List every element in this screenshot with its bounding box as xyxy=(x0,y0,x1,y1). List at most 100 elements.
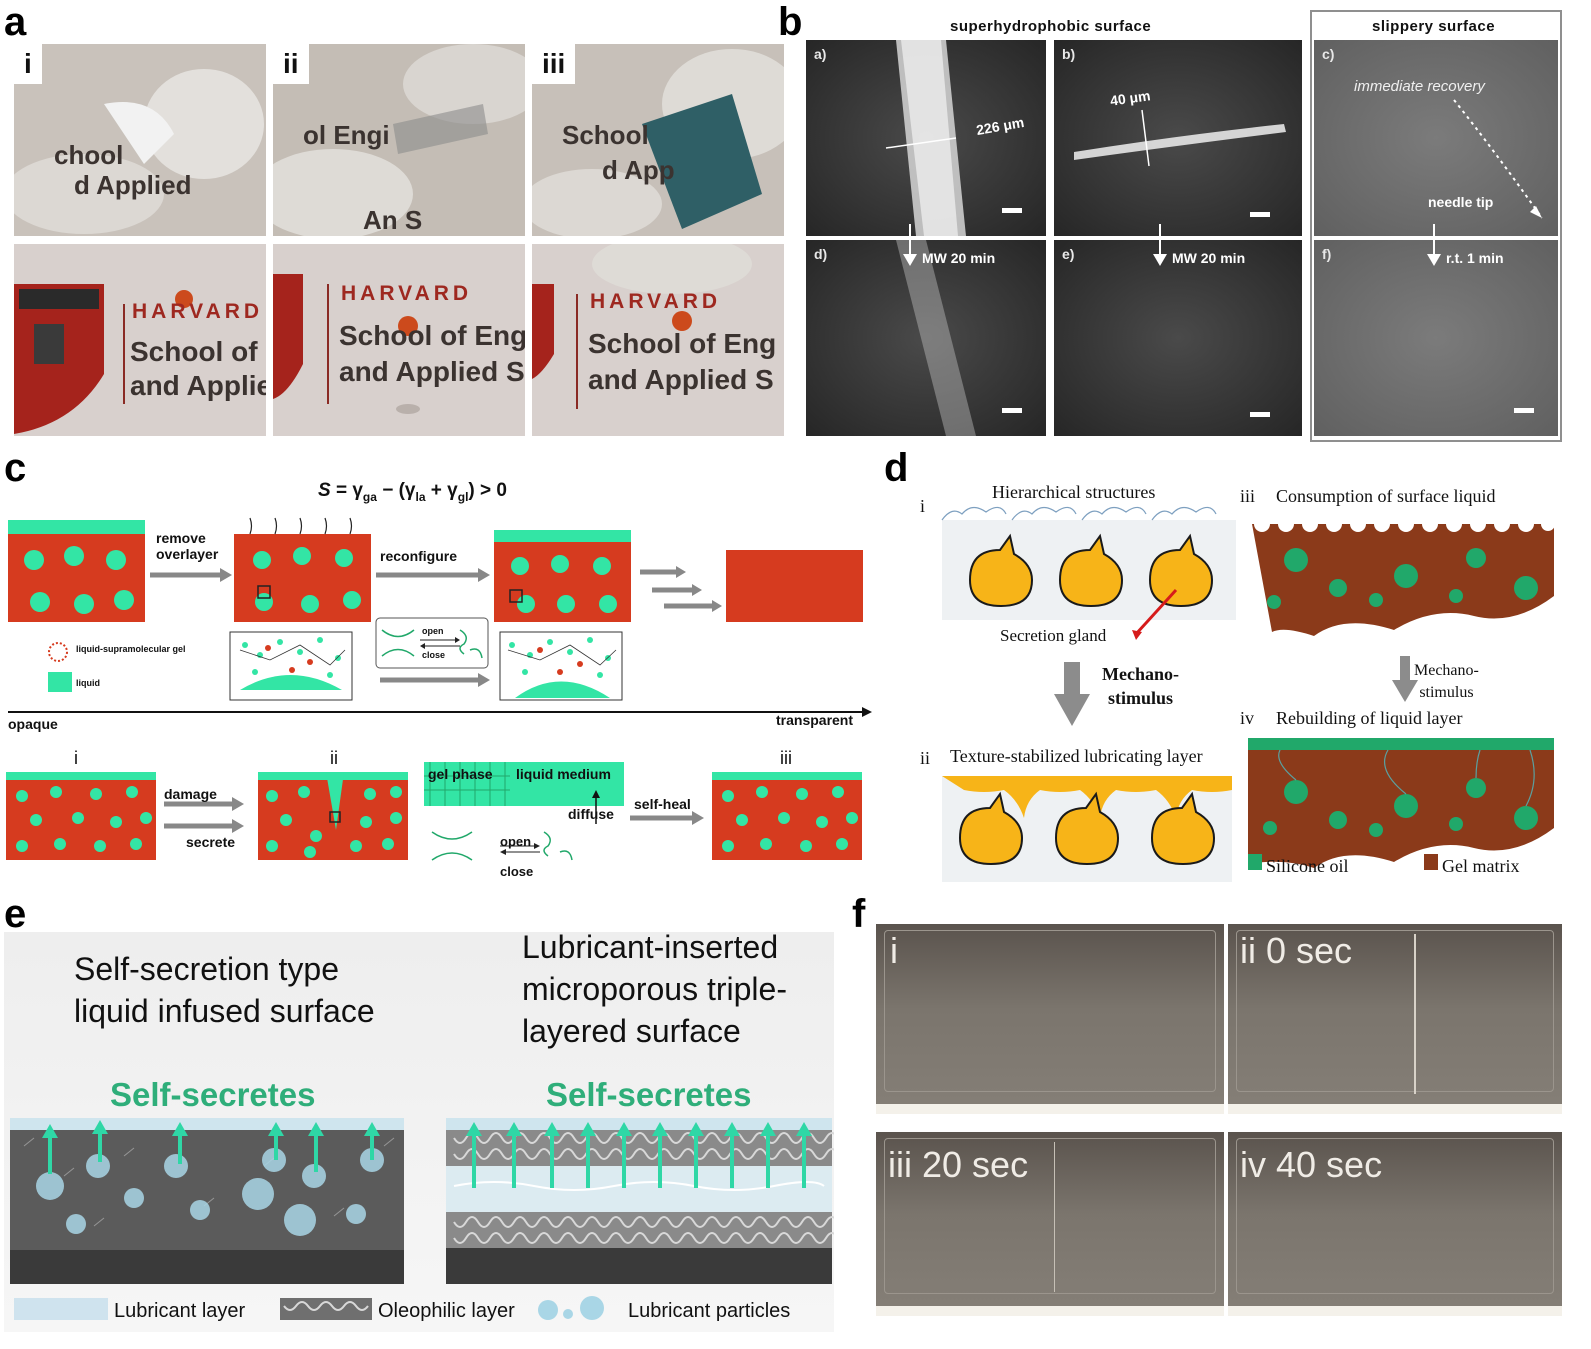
legend-gel-label: liquid-supramolecular gel xyxy=(76,644,186,654)
gel-matrix-label: Gel matrix xyxy=(1442,856,1520,876)
panel-label-f: f xyxy=(852,892,866,936)
svg-text:d App: d App xyxy=(602,155,675,185)
panel-label-e: e xyxy=(4,892,27,936)
hierarchical-structures-label: Hierarchical structures xyxy=(992,482,1156,502)
slide-base xyxy=(876,1104,1224,1114)
glass-slide-outline xyxy=(884,930,1216,1092)
svg-text:An S: An S xyxy=(363,205,422,235)
heading-superhydrophobic: superhydrophobic surface xyxy=(950,18,1152,35)
photo-text-harvard: HARVARD xyxy=(590,290,722,313)
svg-text:ol Engi: ol Engi xyxy=(303,120,390,150)
micrograph-e: e) xyxy=(1054,240,1302,436)
sublabel-e: e) xyxy=(1062,246,1075,262)
glove-hand-illustration: ol Engi An S xyxy=(273,44,525,236)
legend-liquid-label: liquid xyxy=(76,678,100,688)
micrograph-b: b) 40 μm xyxy=(1054,40,1302,236)
secrete-label: secrete xyxy=(186,834,236,850)
rebuilding-label: Rebuilding of liquid layer xyxy=(1276,708,1463,728)
panel-label-a: a xyxy=(4,0,27,44)
arrow-label-mw-a: MW 20 min xyxy=(922,250,996,266)
close-label: close xyxy=(422,650,446,660)
d-label-ii: ii xyxy=(920,748,931,768)
photo-a-ii-bottom: HARVARD School of Eng and Applied S xyxy=(273,244,525,436)
needle-tip-label: needle tip xyxy=(1428,194,1494,210)
photo-a-iii-top: School d App iii xyxy=(532,44,784,236)
down-arrow-icon xyxy=(1153,224,1167,266)
reconfigure-label: reconfigure xyxy=(380,548,458,564)
sublabel-a: a) xyxy=(814,46,827,62)
opaque-label: opaque xyxy=(8,716,58,732)
label-f-iii: iii 20 sec xyxy=(888,1144,1029,1185)
photo-f-iii: iii 20 sec xyxy=(876,1132,1224,1316)
panel-d-diagram xyxy=(941,506,1555,882)
diffuse-label: diffuse xyxy=(568,806,614,822)
texture-stabilized-label: Texture-stabilized lubricating layer xyxy=(950,746,1203,766)
svg-text:School: School xyxy=(562,120,649,150)
gel-phase-label: gel phase xyxy=(428,766,493,782)
panel-label-d: d xyxy=(884,446,909,490)
immediate-recovery-label: immediate recovery xyxy=(1354,78,1485,95)
mechano-stimulus-label-1: Mechano-stimulus xyxy=(1102,664,1179,708)
down-arrow-icon xyxy=(1427,224,1441,266)
needle-path xyxy=(1453,99,1543,219)
spreading-coefficient-equation: S = γga − (γla + γgl) > 0 xyxy=(318,480,507,504)
legend-oleophilic-layer: Oleophilic layer xyxy=(378,1300,515,1322)
down-arrow-icon xyxy=(903,224,917,266)
scale-bar xyxy=(1250,212,1270,217)
scale-bar xyxy=(1250,412,1270,417)
photo-f-i: i xyxy=(876,924,1224,1114)
heading-slippery: slippery surface xyxy=(1372,18,1496,35)
faded-scratch xyxy=(896,240,976,436)
label-f-i: i xyxy=(890,930,898,971)
photo-text-applied: and Applied S xyxy=(130,370,266,401)
stage-i-label: i xyxy=(74,748,78,768)
glass-slide-outline xyxy=(884,1138,1216,1294)
title-right: Lubricant-inserted microporous triple- l… xyxy=(522,929,787,1049)
harvard-shield-illustration xyxy=(273,244,525,436)
micrograph-d: d) xyxy=(806,240,1046,436)
sublabel-c: c) xyxy=(1322,46,1335,62)
d-label-iii: iii xyxy=(1240,486,1256,506)
slide-base xyxy=(876,1306,1224,1316)
liquid-medium-label: liquid medium xyxy=(516,766,611,782)
open-label: open xyxy=(422,626,444,636)
damage-label: damage xyxy=(164,786,217,802)
arrow-label-mw-b: MW 20 min xyxy=(1172,250,1246,266)
label-f-ii: ii 0 sec xyxy=(1240,930,1353,971)
panel-label-c: c xyxy=(4,446,27,490)
slide-base xyxy=(1228,1104,1562,1114)
glass-slide-outline xyxy=(1236,1138,1554,1294)
scale-bar xyxy=(1002,208,1022,213)
photo-text-school: School of Eng xyxy=(588,328,777,359)
label-a-i: i xyxy=(14,44,42,84)
title-left: Self-secretion type liquid infused surfa… xyxy=(74,951,375,1029)
panel-c-diagram xyxy=(6,517,872,861)
d-label-iv: iv xyxy=(1240,708,1255,728)
slippery-surface-frame xyxy=(1310,10,1562,442)
silicone-oil-label: Silicone oil xyxy=(1266,856,1349,876)
slide-base xyxy=(1228,1306,1562,1316)
photo-text-applied: and Applied S xyxy=(588,364,774,395)
micrograph-f: f) xyxy=(1314,240,1558,436)
photo-a-i-top: chool d Applied i xyxy=(14,44,266,236)
stage-iii-label: iii xyxy=(780,748,792,768)
photo-text-harvard: HARVARD xyxy=(341,282,473,305)
photo-text-applied: and Applied S xyxy=(339,356,525,387)
scale-bar xyxy=(1002,408,1022,413)
label-a-ii: ii xyxy=(273,44,309,84)
arrow-label-rt: r.t. 1 min xyxy=(1446,250,1504,266)
scale-bar xyxy=(1514,408,1534,413)
svg-text:d Applied: d Applied xyxy=(74,170,191,200)
scratch-line xyxy=(1414,934,1416,1094)
photo-a-ii-top: ol Engi An S ii xyxy=(273,44,525,236)
label-f-iv: iv 40 sec xyxy=(1240,1144,1383,1185)
photo-text-school: School of Eng xyxy=(130,336,266,367)
self-secretes-left: Self-secretes xyxy=(110,1076,316,1113)
sublabel-b: b) xyxy=(1062,46,1076,62)
label-a-iii: iii xyxy=(532,44,576,84)
svg-text:chool: chool xyxy=(54,140,123,170)
stage-ii-label: ii xyxy=(330,748,338,768)
photo-text-school: School of Eng xyxy=(339,320,525,351)
